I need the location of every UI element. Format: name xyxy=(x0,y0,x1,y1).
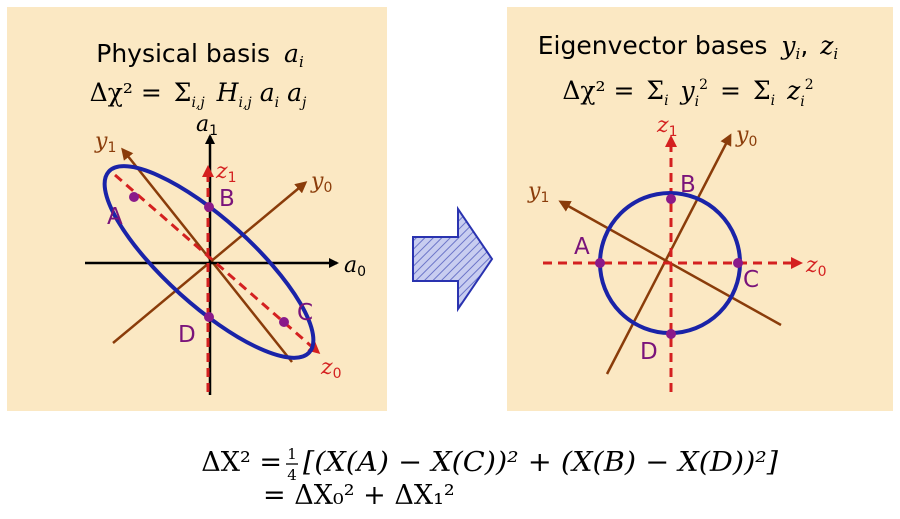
right-point-a xyxy=(595,258,605,268)
left-equation: Δχ² = Σi,j Hi,j ai aj xyxy=(90,78,307,113)
left-ellipse xyxy=(102,164,316,360)
left-point-b xyxy=(204,202,214,212)
right-label-b: B xyxy=(680,172,696,198)
left-axis-label-y0: y0 xyxy=(310,169,332,196)
formula-fraction-numerator: 1 xyxy=(287,445,297,463)
left-panel-background xyxy=(7,7,387,411)
right-label-a: A xyxy=(574,234,590,260)
right-axis-label-y1: y1 xyxy=(527,179,549,206)
formula-line-2: = ΔX₀² + ΔX₁² xyxy=(263,480,455,511)
right-axis-label-z0: z0 xyxy=(805,253,827,280)
right-point-c xyxy=(733,258,743,268)
right-panel-background xyxy=(507,7,893,411)
formula-fraction-denominator: 4 xyxy=(287,466,297,484)
left-label-c: C xyxy=(297,300,313,326)
right-title: Eigenvector bases yi, zi xyxy=(538,31,839,63)
hatched-arrow-shape xyxy=(412,205,494,313)
right-equation: Δχ² = Σi yi2 = Σi zi2 xyxy=(562,66,813,111)
left-axis-label-a0: a0 xyxy=(344,253,366,280)
left-label-d: D xyxy=(178,322,196,348)
bottom-formula: ΔX² = 1 4 [(X(A) − X(C))² + (X(B) − X(D)… xyxy=(201,445,778,511)
right-label-d: D xyxy=(640,339,658,365)
left-point-c xyxy=(279,317,289,327)
left-label-b: B xyxy=(219,186,235,212)
left-title: Physical basis ai xyxy=(96,39,304,71)
left-axis-label-y1: y1 xyxy=(94,129,116,156)
left-point-d xyxy=(204,312,214,322)
right-axis-label-y0: y0 xyxy=(735,123,757,150)
left-axis-label-z0: z0 xyxy=(320,355,342,382)
right-y0-axis xyxy=(605,133,732,375)
left-panel: Physical basis ai Δχ² = Σi,j Hi,j ai aj … xyxy=(7,7,387,411)
transform-arrow xyxy=(412,205,494,313)
left-axis-label-z1: z1 xyxy=(215,159,237,186)
left-point-a xyxy=(129,192,139,202)
formula-line-1-body: [(X(A) − X(C))² + (X(B) − X(D))²] xyxy=(303,447,778,478)
left-axis-label-a1: a1 xyxy=(196,112,218,139)
right-point-b xyxy=(666,194,676,204)
right-panel: Eigenvector bases yi, zi Δχ² = Σi yi2 = … xyxy=(507,7,893,411)
left-label-a: A xyxy=(107,204,123,230)
right-axis-label-z1: z1 xyxy=(656,113,678,140)
right-label-c: C xyxy=(743,267,759,293)
right-point-d xyxy=(666,329,676,339)
formula-line-1-lhs: ΔX² = xyxy=(201,447,282,478)
